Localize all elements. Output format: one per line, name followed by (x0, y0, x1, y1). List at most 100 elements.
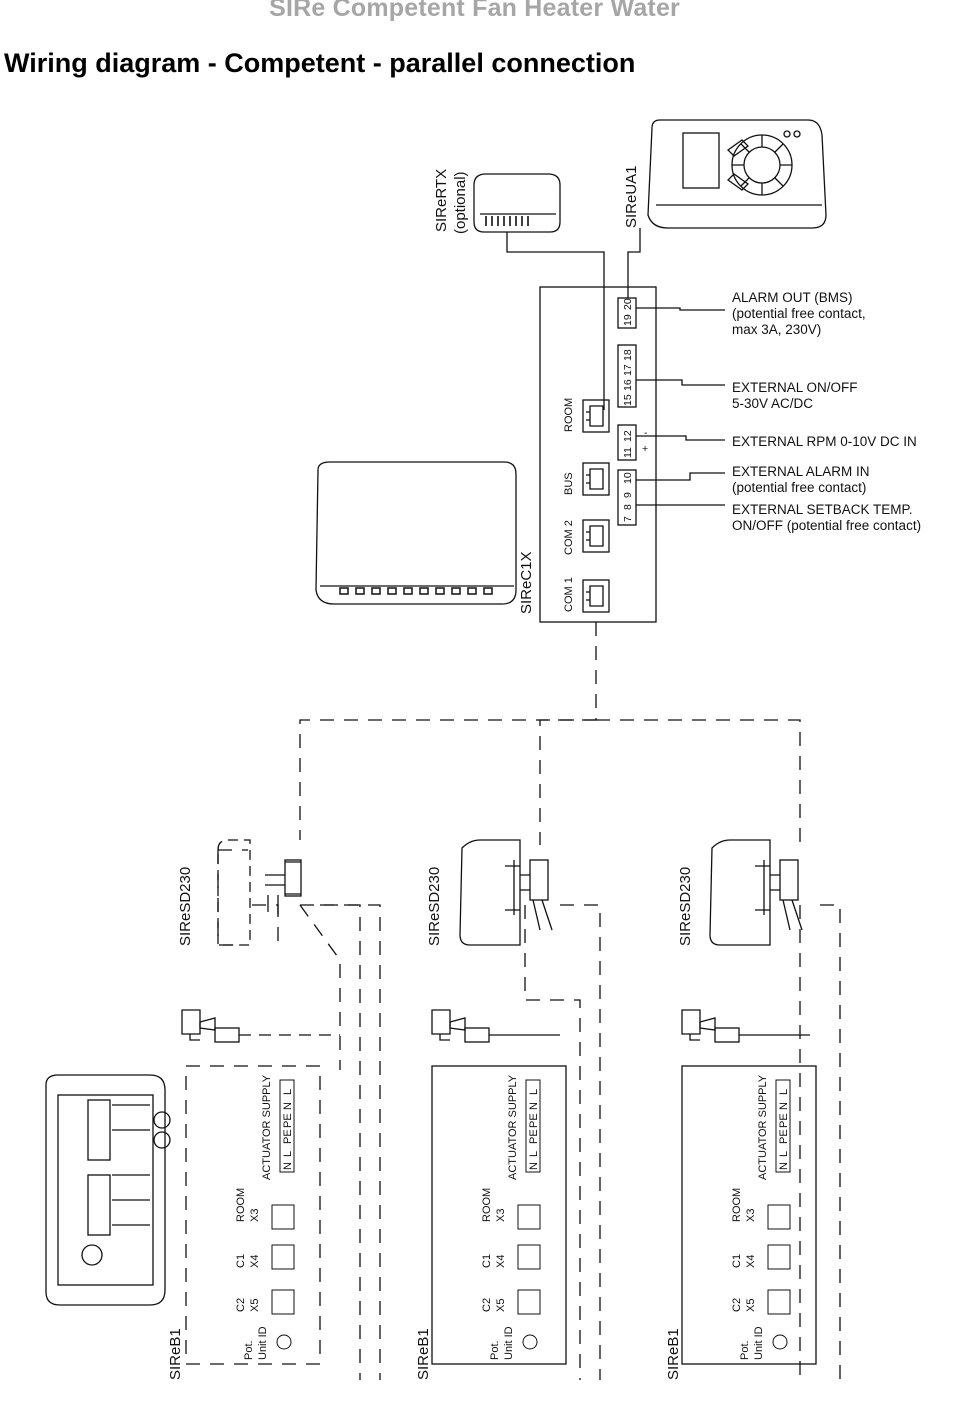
sd230-device-1 (217, 839, 302, 946)
x5-label-3: X5 (745, 1299, 757, 1312)
rj-jack-room (582, 399, 610, 433)
sd230-device-3 (709, 839, 803, 946)
actuator-supply-label-3: ACTUATOR SUPPLY (757, 1074, 769, 1180)
rtx-to-c1x-cable (506, 232, 605, 410)
c1x-terminal-box (539, 286, 657, 623)
port-bus-label: BUS (563, 472, 575, 495)
pot-label-2: Pot. (489, 1340, 501, 1360)
terminal-8: 8 (622, 504, 634, 510)
ua1-control-panel-device (647, 119, 827, 229)
term-pe-3a: PE (778, 1113, 790, 1128)
polarity-plus: + (642, 443, 648, 455)
ua1-label: SIReUA1 (623, 165, 640, 228)
note-alarm-out-line-3: max 3A, 230V) (732, 322, 822, 337)
leader-ext-rpm (636, 435, 725, 441)
b1-box-2 (431, 1065, 567, 1365)
rtx-optional-label: (optional) (452, 171, 469, 234)
term-n-1b: N (282, 1162, 294, 1170)
note-ext-onoff-line-2: 5-30V AC/DC (732, 396, 814, 411)
b1-label-1: SIReB1 (167, 1328, 184, 1380)
b1-box-1-labels: ACTUATOR SUPPLY L N PE PE L N ROOM X3 C1… (235, 1074, 295, 1360)
terminal-7: 7 (622, 516, 634, 522)
x3-label-1: X3 (249, 1209, 261, 1222)
terminal-12: 12 (622, 430, 634, 442)
note-ext-alarm-line-1: EXTERNAL ALARM IN (732, 464, 870, 479)
x5-label-1: X5 (249, 1299, 261, 1312)
c2-label-1: C2 (235, 1298, 247, 1312)
note-ext-setback-line-1: EXTERNAL SETBACK TEMP. (732, 502, 913, 517)
terminal-10: 10 (622, 472, 634, 484)
b1-label-2: SIReB1 (415, 1328, 432, 1380)
terminal-19: 19 (622, 314, 634, 326)
term-pe-2a: PE (528, 1113, 540, 1128)
note-ext-rpm-line-1: EXTERNAL RPM 0-10V DC IN (732, 434, 917, 449)
series-title: SIRe Competent Fan Heater Water (269, 0, 680, 22)
b1-box-3 (681, 1065, 817, 1365)
rj-jack-com2 (582, 519, 610, 553)
b1-board-device-1 (45, 1074, 171, 1306)
x4-label-3: X4 (745, 1255, 757, 1268)
x3-label-3: X3 (745, 1209, 757, 1222)
term-l-3a: L (778, 1089, 790, 1095)
b1-box-3-labels: ACTUATOR SUPPLY L N PE PE L N ROOM X3 C1… (731, 1074, 791, 1360)
b1-box-2-labels: ACTUATOR SUPPLY L N PE PE L N ROOM X3 C1… (481, 1074, 541, 1360)
leader-alarm-out (636, 307, 725, 311)
polarity-minus: - (644, 427, 648, 439)
term-n-3a: N (778, 1102, 790, 1110)
term-pe-2b: PE (528, 1129, 540, 1144)
terminal-17: 17 (622, 364, 634, 376)
unit-id-label-2: Unit ID (503, 1326, 515, 1360)
note-ext-alarm-line-2: (potential free contact) (732, 480, 867, 495)
port-com1-label: COM 1 (563, 577, 575, 612)
terminal-strip (617, 297, 637, 526)
room-label-1: ROOM (235, 1188, 247, 1222)
terminal-9: 9 (622, 492, 634, 498)
unit-id-label-3: Unit ID (753, 1326, 765, 1360)
term-pe-3b: PE (778, 1129, 790, 1144)
term-n-2b: N (528, 1162, 540, 1170)
room-label-3: ROOM (731, 1188, 743, 1222)
term-l-2b: L (528, 1151, 540, 1157)
note-ext-setback: EXTERNAL SETBACK TEMP. ON/OFF (potential… (732, 502, 921, 534)
actuator-supply-label-2: ACTUATOR SUPPLY (507, 1074, 519, 1180)
x4-label-1: X4 (249, 1255, 261, 1268)
c1x-label: SIReC1X (518, 551, 535, 614)
terminal-15: 15 (622, 394, 634, 406)
term-l-3b: L (778, 1151, 790, 1157)
unit-id-label-1: Unit ID (257, 1326, 269, 1360)
rtx-label: SIReRTX (433, 169, 450, 232)
term-pe-1a: PE (282, 1113, 294, 1128)
term-l-1b: L (282, 1151, 294, 1157)
port-room-label: ROOM (563, 398, 575, 432)
mains-plug-3 (681, 1009, 810, 1043)
term-l-2a: L (528, 1089, 540, 1095)
room-label-2: ROOM (481, 1188, 493, 1222)
note-ext-onoff-line-1: EXTERNAL ON/OFF (732, 380, 858, 395)
note-ext-onoff: EXTERNAL ON/OFF 5-30V AC/DC (732, 380, 858, 412)
leader-ext-alarm (636, 472, 725, 481)
c1-label-2: C1 (481, 1254, 493, 1268)
actuator-supply-label-1: ACTUATOR SUPPLY (261, 1074, 273, 1180)
page-title: Wiring diagram - Competent - parallel co… (4, 48, 636, 78)
note-ext-setback-line-2: ON/OFF (potential free contact) (732, 518, 922, 533)
pot-label-3: Pot. (739, 1340, 751, 1360)
c1x-housing-device (315, 461, 517, 605)
terminal-20: 20 (622, 298, 634, 310)
x3-label-2: X3 (495, 1209, 507, 1222)
mains-plug-2 (431, 1009, 560, 1043)
terminal-16: 16 (622, 379, 634, 391)
note-ext-rpm: EXTERNAL RPM 0-10V DC IN (732, 434, 917, 450)
terminal-18: 18 (622, 349, 634, 361)
rj-jack-com1 (582, 579, 610, 613)
sd230-label-2: SIReSD230 (426, 867, 443, 946)
term-n-1a: N (282, 1102, 294, 1110)
note-alarm-out: ALARM OUT (BMS) (potential free contact,… (732, 290, 866, 338)
leader-ext-onoff (636, 379, 725, 386)
c1-label-1: C1 (235, 1254, 247, 1268)
note-ext-alarm: EXTERNAL ALARM IN (potential free contac… (732, 464, 870, 496)
c1-label-3: C1 (731, 1254, 743, 1268)
sd230-label-1: SIReSD230 (177, 867, 194, 946)
b1-label-3: SIReB1 (665, 1328, 682, 1380)
term-n-3b: N (778, 1162, 790, 1170)
